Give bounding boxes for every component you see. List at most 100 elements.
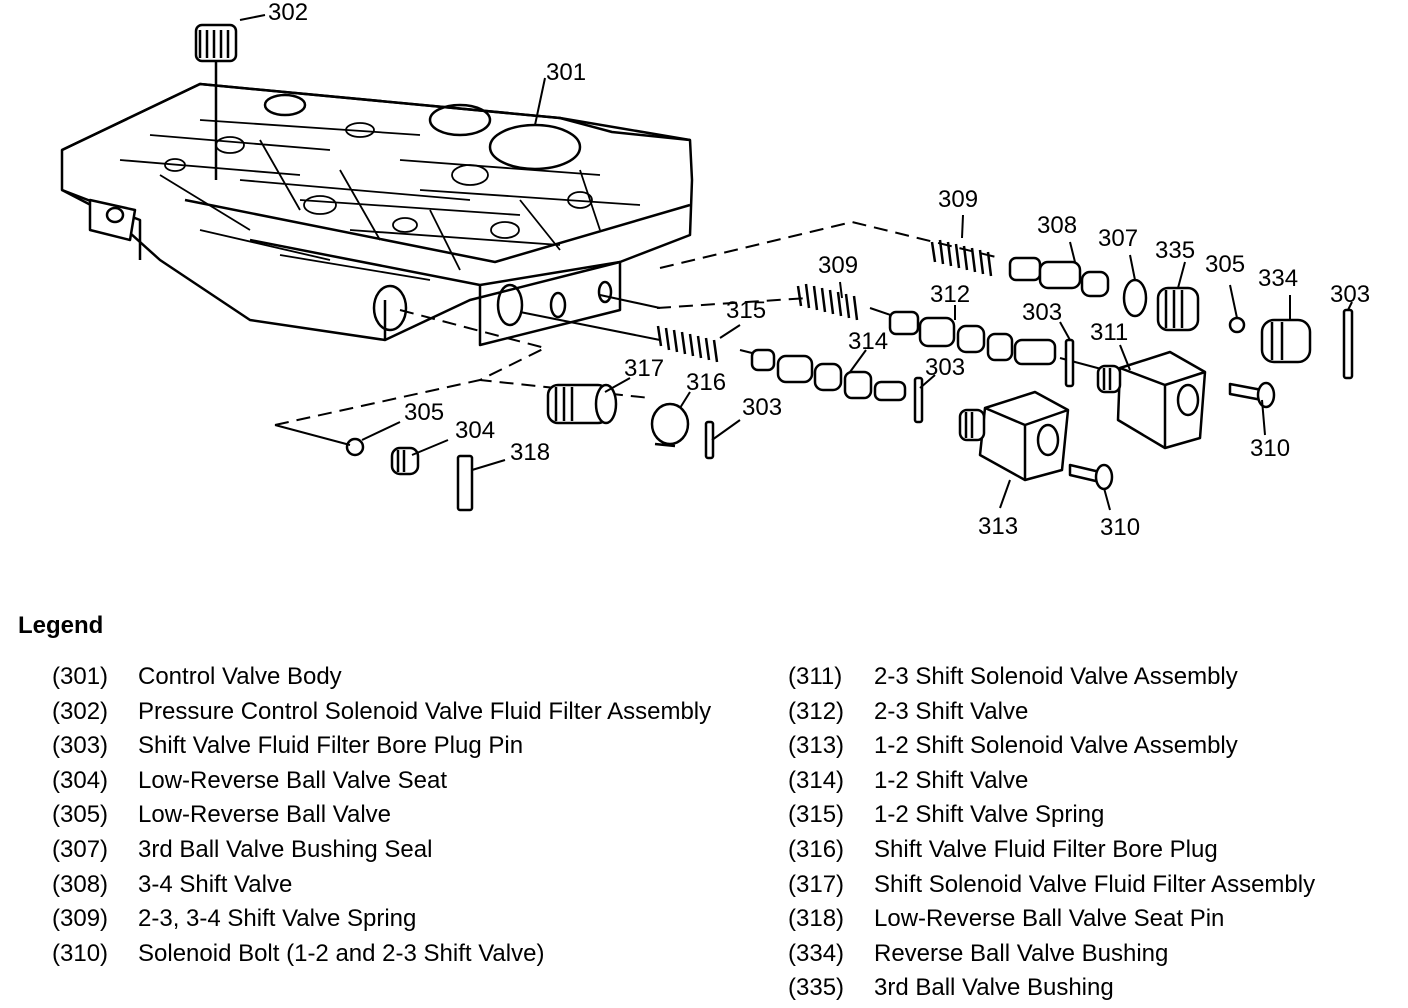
legend-item-number: (334) (788, 939, 845, 967)
shift-valve-314 (750, 348, 907, 402)
legend-item: (309) 2-3, 3-4 Shift Valve Spring (52, 902, 732, 937)
callout-305-lower: 305 (404, 399, 444, 426)
spring-315 (656, 325, 719, 363)
legend-item-number: (310) (52, 939, 109, 967)
legend-item-number: (335) (788, 974, 845, 1002)
legend-item: (334) Reverse Ball Valve Bushing (788, 937, 1398, 972)
legend-item-number: (316) (788, 835, 845, 863)
shift-valve-308 (1008, 256, 1110, 298)
callout-303-upper: 303 (1330, 281, 1370, 308)
legend-item: (305) Low-Reverse Ball Valve (52, 798, 732, 833)
callout-316: 316 (686, 369, 726, 396)
legend-item-number: (303) (52, 732, 109, 760)
callout-302: 302 (268, 0, 308, 26)
callout-310-upper: 310 (1250, 435, 1290, 462)
legend-item-number: (313) (788, 732, 845, 760)
pin-303-upper (1342, 308, 1354, 380)
callout-303-lower: 303 (925, 354, 965, 381)
legend-item: (302) Pressure Control Solenoid Valve Flu… (52, 695, 732, 730)
callout-318: 318 (510, 439, 550, 466)
legend-item-number: (305) (52, 801, 109, 829)
shift-valve-312 (888, 310, 1057, 366)
callout-334: 334 (1258, 265, 1298, 292)
legend-item-description: 3rd Ball Valve Bushing Seal (138, 835, 433, 863)
legend-item-description: Low-Reverse Ball Valve Seat Pin (874, 905, 1225, 933)
legend-item-description: Low-Reverse Ball Valve (138, 801, 391, 829)
callout-312: 312 (930, 281, 970, 308)
bolt-310-lower (1068, 463, 1114, 491)
legend-item: (311) 2-3 Shift Solenoid Valve Assembly (788, 660, 1398, 695)
legend-item: (307)3rd Ball Valve Bushing Seal (52, 833, 732, 868)
legend-item-description: 3-4 Shift Valve (138, 870, 293, 898)
legend-item-description: Control Valve Body (138, 663, 342, 690)
legend-item-number: (311) (788, 663, 843, 690)
callout-313: 313 (978, 513, 1018, 540)
callout-310-lower: 310 (1100, 514, 1140, 541)
legend-item: (303) Shift Valve Fluid Filter Bore Plug … (52, 729, 732, 764)
callout-308: 308 (1037, 212, 1077, 239)
legend-left-column: (301) Control Valve Body (302) Pressure Con… (52, 660, 732, 971)
callout-305-upper: 305 (1205, 251, 1245, 278)
legend-item-description: Shift Solenoid Valve Fluid Filter Assemb… (874, 870, 1316, 898)
bushing-335 (1156, 286, 1200, 332)
ball-305-lower (345, 437, 365, 457)
legend-item-description: 1-2 Shift Solenoid Valve Assembly (874, 732, 1238, 760)
pin-303-plug (704, 420, 715, 460)
bore-plug-316 (650, 402, 690, 448)
legend-item-number: (301) (52, 663, 109, 690)
legend-item-number: (309) (52, 905, 109, 933)
legend-item-description: Shift Valve Fluid Filter Bore Plug (874, 835, 1218, 863)
callout-309-upper: 309 (938, 186, 978, 213)
legend-item: (335) 3rd Ball Valve Bushing (788, 971, 1398, 1006)
legend-item-number: (312) (788, 697, 845, 725)
solenoid-313 (958, 390, 1070, 482)
callout-317: 317 (624, 355, 664, 382)
legend-item-description: 1-2 Shift Valve (874, 766, 1029, 794)
bushing-334 (1260, 318, 1312, 364)
callout-309-middle: 309 (818, 252, 858, 279)
legend-item-description: 2-3 Shift Solenoid Valve Assembly (874, 663, 1238, 690)
legend-item: (312) 2-3 Shift Valve (788, 695, 1398, 730)
legend-item-number: (308) (52, 870, 109, 898)
legend-item-number: (317) (788, 870, 845, 898)
spring-309-upper (930, 239, 993, 277)
seal-307 (1122, 278, 1148, 318)
callout-311: 311 (1090, 319, 1128, 346)
solenoid-311 (1096, 350, 1207, 450)
legend-item-number: (304) (52, 766, 109, 794)
legend-item: (313) 1-2 Shift Solenoid Valve Assembly (788, 729, 1398, 764)
legend-item: (301) Control Valve Body (52, 660, 732, 695)
legend-item-description: 2-3 Shift Valve (874, 697, 1029, 725)
callout-304: 304 (455, 417, 495, 444)
legend-item-description: 1-2 Shift Valve Spring (874, 801, 1105, 829)
ball-305-upper (1228, 316, 1246, 334)
callout-303-middle: 303 (1022, 299, 1062, 326)
callout-314: 314 (848, 328, 888, 355)
legend-title: Legend (18, 612, 104, 639)
legend-item-description: Shift Valve Fluid Filter Bore Plug Pin (138, 732, 524, 760)
callout-307: 307 (1098, 225, 1138, 252)
callout-315: 315 (726, 297, 766, 324)
legend-item: (314)1-2 Shift Valve (788, 764, 1398, 799)
callout-303-plug: 303 (742, 394, 782, 421)
exploded-parts-diagram: 302 301 309 308 307 335 305 334 303 309 … (60, 0, 1370, 541)
legend-item-description: Reverse Ball Valve Bushing (874, 939, 1169, 967)
callout-335: 335 (1155, 237, 1195, 264)
pressure-control-filter (194, 23, 238, 180)
legend-item-description: 2-3, 3-4 Shift Valve Spring (138, 905, 417, 933)
bolt-310-upper (1228, 381, 1276, 409)
legend-item: (315) 1-2 Shift Valve Spring (788, 798, 1398, 833)
filter-assembly-317 (546, 383, 618, 425)
legend-item: (304)Low-Reverse Ball Valve Seat (52, 764, 732, 799)
callout-301: 301 (546, 59, 586, 86)
legend-item-number: (318) (788, 905, 845, 933)
legend-item: (318) Low-Reverse Ball Valve Seat Pin (788, 902, 1398, 937)
legend-item-description: Solenoid Bolt (1-2 and 2-3 Shift Valve) (138, 939, 545, 967)
legend-item-description: 3rd Ball Valve Bushing (874, 974, 1114, 1002)
control-valve-body (60, 82, 694, 347)
pin-303-lower (913, 376, 924, 424)
legend-right-column: (311)2-3 Shift Solenoid Valve Assembly(3… (788, 660, 1398, 1006)
legend-item-description: Pressure Control Solenoid Valve Fluid Fi… (138, 697, 712, 725)
legend-item-number: (302) (52, 697, 109, 725)
legend-item-number: (315) (788, 801, 845, 829)
